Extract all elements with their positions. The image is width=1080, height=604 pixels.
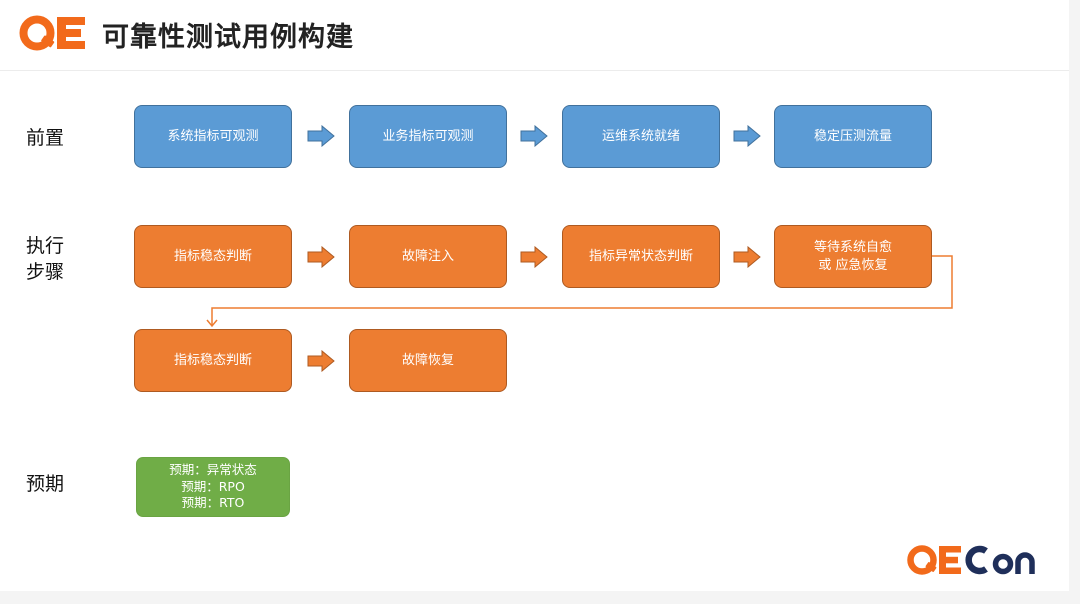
pre-step-2-label: 业务指标可观测 — [382, 128, 474, 144]
pre-step-3: 运维系统就绪 — [562, 105, 720, 168]
exec-step-4-label: 等待系统自愈 或 应急恢复 — [813, 239, 892, 273]
qe-logo — [19, 15, 85, 51]
expect-line-3: 预期：RTO — [181, 495, 245, 511]
pre-step-3-label: 运维系统就绪 — [601, 128, 680, 144]
row-label-exec: 执行 步骤 — [26, 235, 65, 283]
row-label-pre: 前置 — [26, 127, 65, 149]
expect-box: 预期：异常状态 预期：RPO 预期：RTO — [136, 457, 290, 517]
exec-step-1: 指标稳态判断 — [134, 225, 292, 288]
pre-step-4: 稳定压测流量 — [774, 105, 932, 168]
exec-step-6: 故障恢复 — [349, 329, 507, 392]
expect-line-1: 预期：异常状态 — [169, 462, 257, 478]
row-label-expect: 预期 — [26, 473, 65, 495]
exec-step-1-label: 指标稳态判断 — [173, 248, 252, 264]
pre-step-4-label: 稳定压测流量 — [813, 128, 892, 144]
exec-step-2-label: 故障注入 — [401, 248, 454, 264]
slide-edge-bottom — [0, 591, 1080, 604]
right-arrow-icon — [733, 246, 761, 268]
exec-step-4: 等待系统自愈 或 应急恢复 — [774, 225, 932, 288]
exec-step-3-label: 指标异常状态判断 — [588, 248, 693, 264]
qecon-logo — [907, 545, 1035, 575]
exec-step-5: 指标稳态判断 — [134, 329, 292, 392]
page-title: 可靠性测试用例构建 — [102, 22, 354, 53]
right-arrow-icon — [733, 125, 761, 147]
right-arrow-icon — [520, 125, 548, 147]
exec-step-2: 故障注入 — [349, 225, 507, 288]
pre-step-1-label: 系统指标可观测 — [167, 128, 259, 144]
slide-edge-right — [1069, 0, 1080, 604]
pre-step-1: 系统指标可观测 — [134, 105, 292, 168]
right-arrow-icon — [307, 350, 335, 372]
pre-step-2: 业务指标可观测 — [349, 105, 507, 168]
exec-step-3: 指标异常状态判断 — [562, 225, 720, 288]
right-arrow-icon — [307, 125, 335, 147]
exec-step-5-label: 指标稳态判断 — [173, 352, 252, 368]
right-arrow-icon — [307, 246, 335, 268]
exec-step-6-label: 故障恢复 — [401, 352, 454, 368]
header-bar — [0, 0, 1069, 71]
expect-line-2: 预期：RPO — [181, 478, 245, 494]
right-arrow-icon — [520, 246, 548, 268]
